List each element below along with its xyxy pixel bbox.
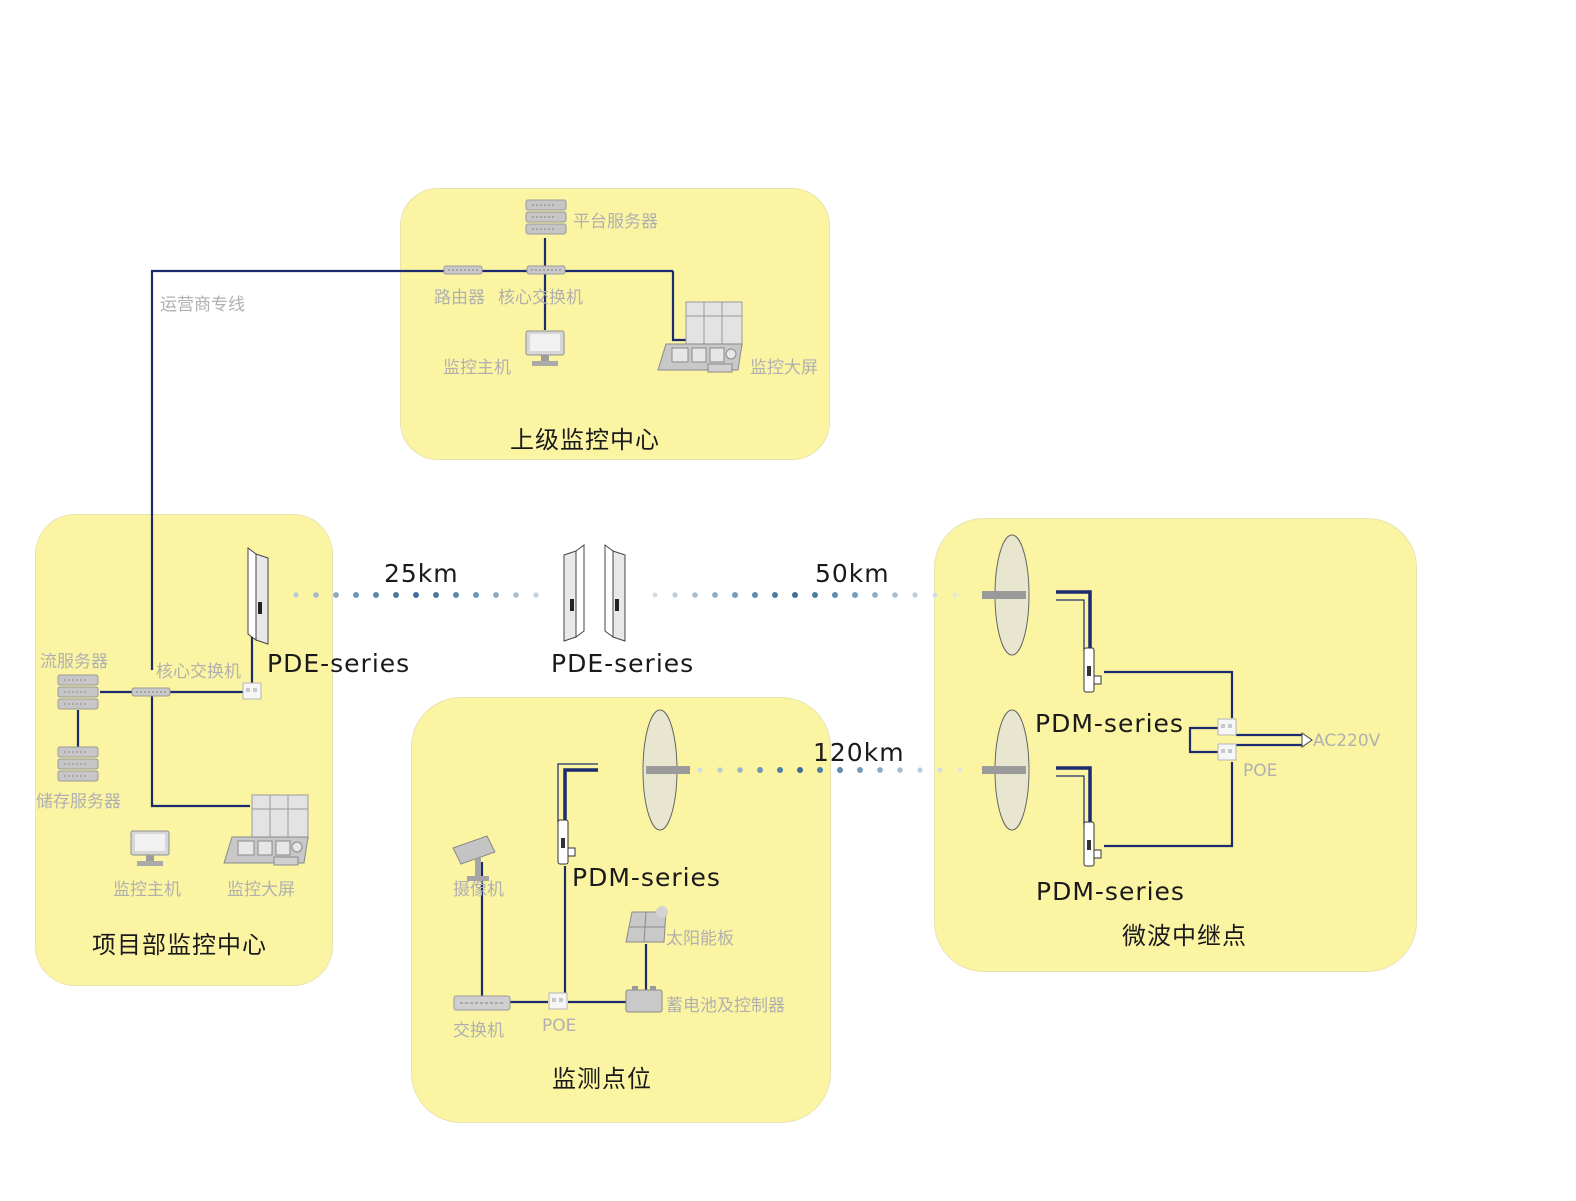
monitor-host-icon [130, 830, 170, 867]
odu-icon [557, 819, 576, 865]
label-poe-relay: POE [1243, 761, 1278, 781]
label-pde-project: PDE-series [267, 649, 411, 678]
panel-antenna-icon [563, 544, 585, 642]
dish-antenna-icon [642, 709, 691, 831]
label-storage-server: 储存服务器 [36, 792, 121, 812]
label-switch: 交换机 [453, 1021, 504, 1041]
dish-antenna-icon [981, 534, 1030, 656]
label-carrier-line: 运营商专线 [160, 295, 245, 315]
wireless-link-120km [697, 767, 963, 773]
label-monitor-screen-upper: 监控大屏 [750, 358, 818, 378]
label-platform-server: 平台服务器 [573, 212, 658, 232]
label-camera: 摄像机 [453, 880, 504, 900]
stream-server-icon [57, 674, 99, 710]
label-ac-power: AC220V [1313, 731, 1381, 751]
core-switch-icon [526, 265, 566, 275]
poe-icon [1217, 743, 1237, 761]
label-distance-50km: 50km [815, 559, 890, 588]
core-switch-icon [131, 687, 171, 697]
poe-icon [1217, 718, 1237, 736]
zone-upper-center [400, 188, 830, 460]
panel-antenna-icon [247, 547, 269, 645]
label-monitor-host-project: 监控主机 [113, 880, 181, 900]
label-core-switch-upper: 核心交换机 [498, 288, 583, 308]
label-router: 路由器 [434, 288, 485, 308]
solar-panel-icon [625, 906, 668, 943]
label-monitor-screen-project: 监控大屏 [227, 880, 295, 900]
label-pdm-relay-top: PDM-series [1035, 709, 1184, 738]
poe-icon [548, 992, 568, 1010]
platform-server-icon [525, 199, 567, 235]
wireless-link-50km [652, 592, 958, 598]
label-monitor-host-upper: 监控主机 [443, 358, 511, 378]
dish-antenna-icon [981, 709, 1030, 831]
panel-antenna-icon [604, 544, 626, 642]
odu-icon [1083, 647, 1102, 693]
label-poe-monitor: POE [542, 1016, 577, 1036]
odu-icon [1083, 821, 1102, 867]
label-pdm-monitor: PDM-series [572, 863, 721, 892]
zone-title-project-center: 项目部监控中心 [92, 931, 267, 959]
poe-icon [242, 682, 262, 700]
label-solar-panel: 太阳能板 [666, 929, 734, 949]
label-pdm-relay-bottom: PDM-series [1036, 877, 1185, 906]
label-distance-120km: 120km [813, 738, 905, 767]
router-icon [443, 265, 483, 275]
wireless-link-25km [293, 592, 539, 598]
monitor-host-icon [525, 330, 565, 367]
label-pde-middle: PDE-series [551, 649, 695, 678]
switch-icon [453, 995, 511, 1011]
storage-server-icon [57, 746, 99, 782]
zone-title-relay: 微波中继点 [1122, 922, 1247, 950]
battery-controller-icon [625, 986, 663, 1013]
label-distance-25km: 25km [384, 559, 459, 588]
zone-title-upper-center: 上级监控中心 [510, 426, 660, 454]
monitor-screen-icon [657, 301, 743, 373]
zone-title-monitor-point: 监测点位 [552, 1065, 652, 1093]
label-battery-controller: 蓄电池及控制器 [666, 996, 785, 1016]
label-stream-server: 流服务器 [40, 652, 108, 672]
camera-icon [452, 835, 496, 881]
label-core-switch-project: 核心交换机 [156, 662, 241, 682]
